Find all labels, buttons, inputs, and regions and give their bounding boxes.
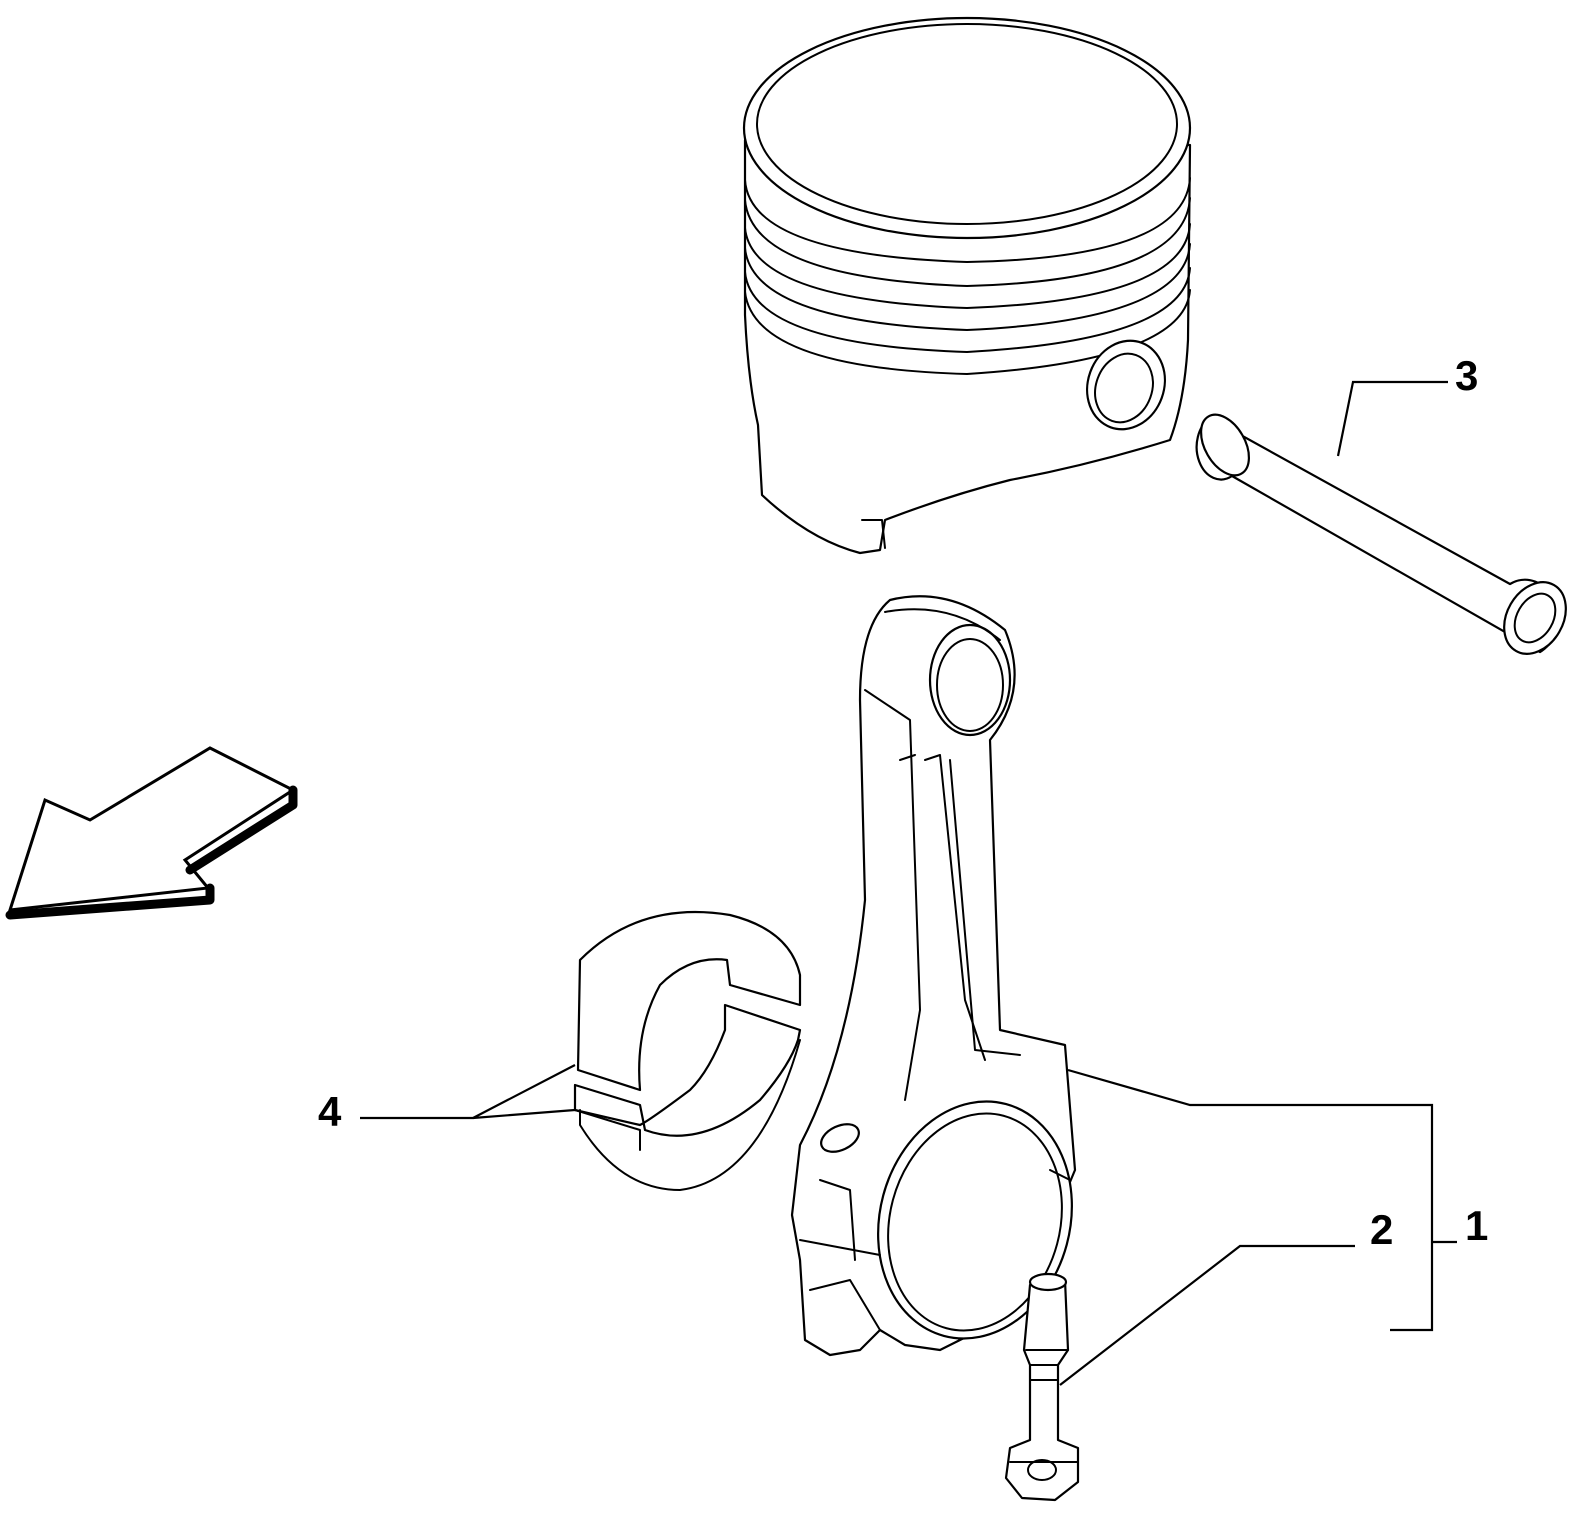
leader-2 bbox=[1059, 1244, 1355, 1386]
piston-pin bbox=[1195, 413, 1567, 655]
leader-4 bbox=[360, 1064, 576, 1120]
callout-number-3: 3 bbox=[1455, 352, 1478, 399]
leader-1 bbox=[1067, 1068, 1434, 1332]
leader-lines bbox=[360, 380, 1457, 1386]
arrow-down-left-icon bbox=[5, 746, 298, 920]
leader-3 bbox=[1336, 380, 1448, 457]
bearing-shells bbox=[573, 910, 802, 1191]
callout-number-4: 4 bbox=[318, 1088, 342, 1135]
callout-number-1: 1 bbox=[1465, 1202, 1488, 1249]
piston bbox=[742, 16, 1192, 555]
connecting-rod bbox=[790, 595, 1077, 1357]
callout-number-2: 2 bbox=[1370, 1206, 1393, 1253]
rod-bolt bbox=[1004, 1272, 1080, 1502]
